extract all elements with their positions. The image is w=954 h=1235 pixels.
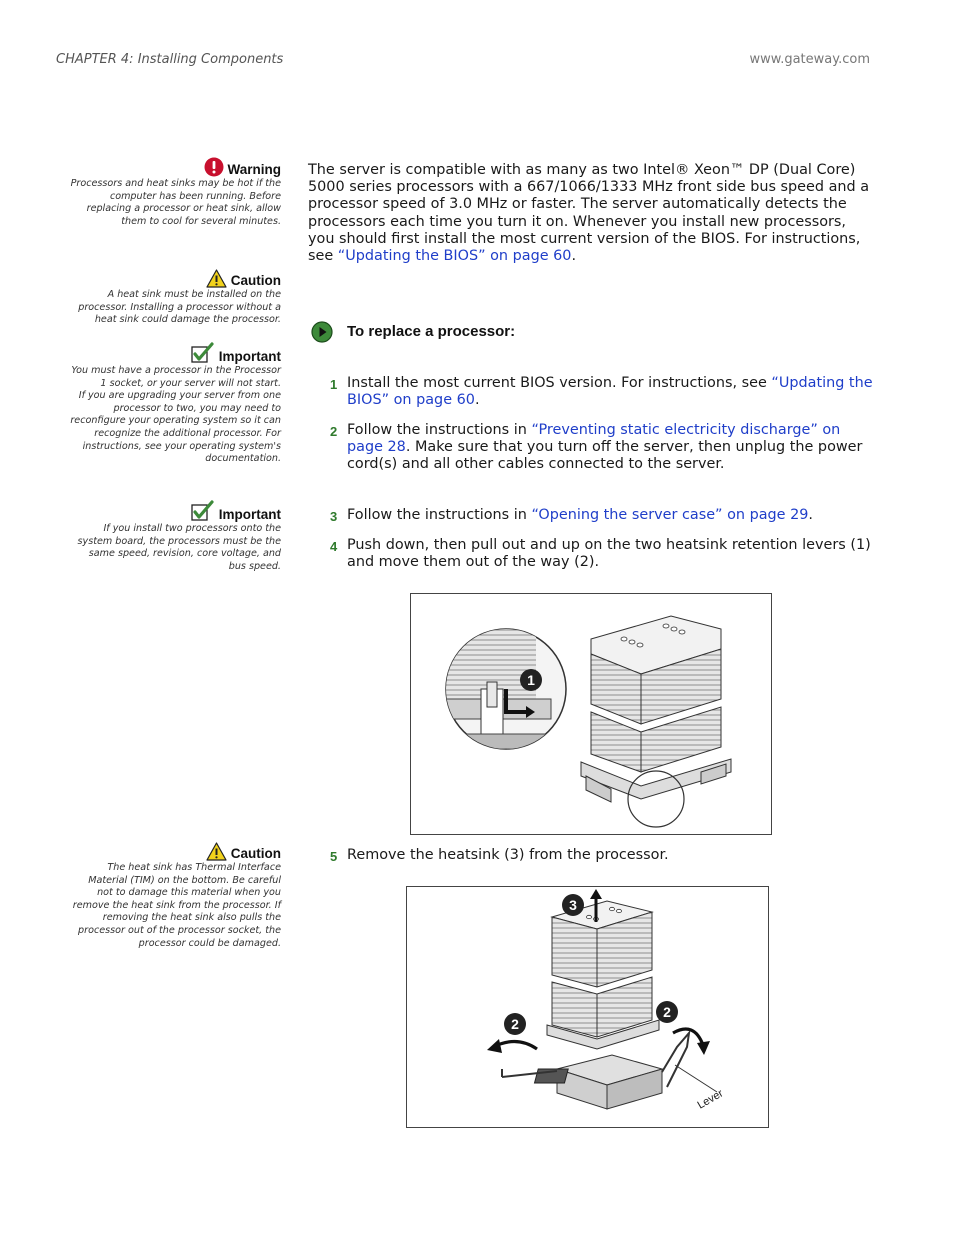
caution-text-1: A heat sink must be installed on the pro…	[78, 289, 281, 326]
step-1-text: Install the most current BIOS version. F…	[347, 375, 772, 391]
heatsink-lever-illustration: 1	[445, 615, 732, 828]
step-number-3: 3	[330, 509, 338, 524]
checkmark-icon	[191, 342, 214, 363]
site-url[interactable]: www.gateway.com	[749, 52, 871, 67]
step-number-2: 2	[330, 424, 338, 439]
important-title-1: Important	[218, 349, 281, 364]
caution-title-1: Caution	[230, 273, 281, 288]
figure2-callout-3: 3	[569, 897, 577, 913]
figure-release-levers: 1	[410, 593, 772, 835]
caution-text-2: The heat sink has Thermal Interface Mate…	[72, 862, 281, 949]
play-arrow-icon	[311, 321, 333, 343]
warning-text: Processors and heat sinks may be hot if …	[70, 178, 281, 227]
step-4-text: Push down, then pull out and up on the t…	[347, 537, 871, 571]
caution-note-1: Caution A heat sink must be installed on…	[70, 269, 281, 327]
important-text-1a: You must have a processor in the Process…	[71, 365, 281, 389]
intro-paragraph: The server is compatible with as many as…	[308, 162, 874, 265]
intro-text-1: The server is compatible with as many as…	[308, 162, 870, 265]
warning-title: Warning	[227, 162, 282, 177]
step-number-1: 1	[330, 377, 338, 392]
important-text-2: If you install two processors onto the s…	[77, 523, 281, 572]
step-4: Push down, then pull out and up on the t…	[347, 537, 874, 571]
step-2: Follow the instructions in “Preventing s…	[347, 422, 874, 474]
warning-triangle-icon	[206, 269, 227, 288]
lever-label: Lever	[696, 1087, 726, 1111]
figure2-callout-2-left: 2	[511, 1016, 519, 1032]
figure1-callout-1: 1	[527, 672, 535, 688]
intro-bios-link[interactable]: “Updating the BIOS” on page 60	[337, 248, 572, 265]
chapter-header: CHAPTER 4: Installing Components	[56, 52, 284, 67]
figure-remove-heatsink: 3 2 2 Lever	[406, 886, 769, 1128]
step-5-text: Remove the heatsink (3) from the process…	[347, 847, 669, 863]
important-text-1b: If you are upgrading your server from on…	[70, 390, 281, 465]
step-1-text-end: .	[474, 392, 480, 409]
warning-triangle-icon	[206, 842, 227, 861]
checkmark-icon	[191, 500, 214, 521]
caution-title-2: Caution	[230, 846, 281, 861]
heatsink-removal-illustration: 3 2 2 Lever	[487, 889, 726, 1112]
step-3-link[interactable]: “Opening the server case” on page 29	[531, 507, 809, 523]
step-number-5: 5	[330, 849, 338, 864]
intro-text-2: .	[571, 248, 577, 265]
step-1-link[interactable]: “Updating the BIOS” on page 60	[347, 375, 873, 409]
step-2-link[interactable]: “Preventing static electricity discharge…	[347, 422, 841, 456]
step-2-text-end: . Make sure that you turn off the server…	[347, 439, 863, 473]
step-3-text-end: .	[808, 507, 813, 523]
step-3-text: Follow the instructions in	[347, 507, 532, 523]
step-number-4: 4	[330, 539, 338, 554]
step-3: Follow the instructions in “Opening the …	[347, 507, 874, 524]
caution-note-2: Caution The heat sink has Thermal Interf…	[70, 842, 281, 950]
important-note-2: Important If you install two processors …	[70, 500, 281, 573]
exclamation-circle-icon	[204, 157, 223, 177]
figure2-callout-2-right: 2	[663, 1004, 671, 1020]
step-5: Remove the heatsink (3) from the process…	[347, 847, 874, 864]
step-1: Install the most current BIOS version. F…	[347, 375, 874, 409]
important-note-1: Important You must have a processor in t…	[70, 342, 281, 466]
important-title-2: Important	[218, 507, 281, 522]
step-2-text: Follow the instructions in	[347, 422, 532, 438]
warning-note: Warning Processors and heat sinks may be…	[70, 157, 281, 228]
procedure-title: To replace a processor:	[347, 323, 516, 340]
